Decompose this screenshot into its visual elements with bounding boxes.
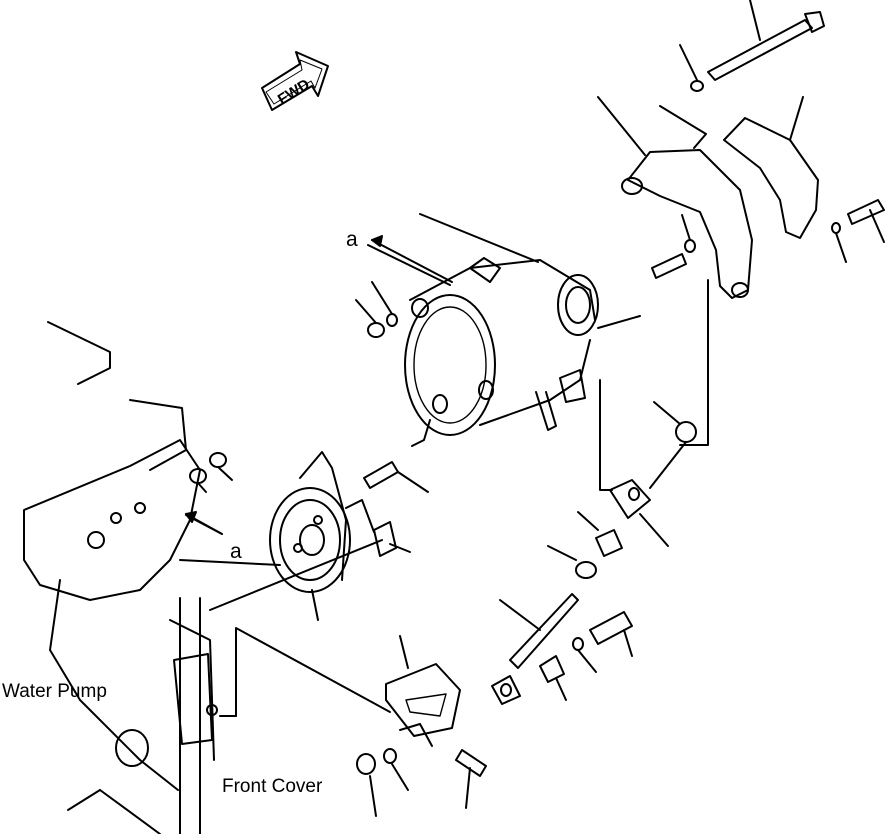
engine-block [23,321,237,834]
nut-mid [547,545,597,579]
v-belt [299,451,411,581]
arrow-a-top [371,235,453,283]
bolt-bottom-right [572,611,633,673]
leader-lines [179,105,709,717]
pulley [269,487,351,621]
bolt-right [831,199,885,263]
rear-bracket [597,96,819,299]
water-pump-label: Water Pump [2,681,107,702]
fwd-label: FWD [275,76,313,109]
ref-a-top: a [346,228,358,251]
bolt-pulley [363,461,429,493]
adjust-rod [491,593,579,705]
nut-washer-alternator [355,281,398,338]
adjust-block [609,401,697,547]
through-bolt [707,0,825,81]
front-cover-label: Front Cover [222,776,323,797]
bracket-bottom [385,635,461,747]
arrow-a-left [185,511,223,535]
fasteners-bottom [356,748,487,817]
ref-a-left: a [230,540,242,563]
fwd-arrow-icon [261,51,329,111]
bolt-mid [651,214,696,279]
spacer [577,511,623,557]
sleeve-bottom [539,655,567,701]
alternator [367,244,641,447]
washer-top [679,44,704,92]
